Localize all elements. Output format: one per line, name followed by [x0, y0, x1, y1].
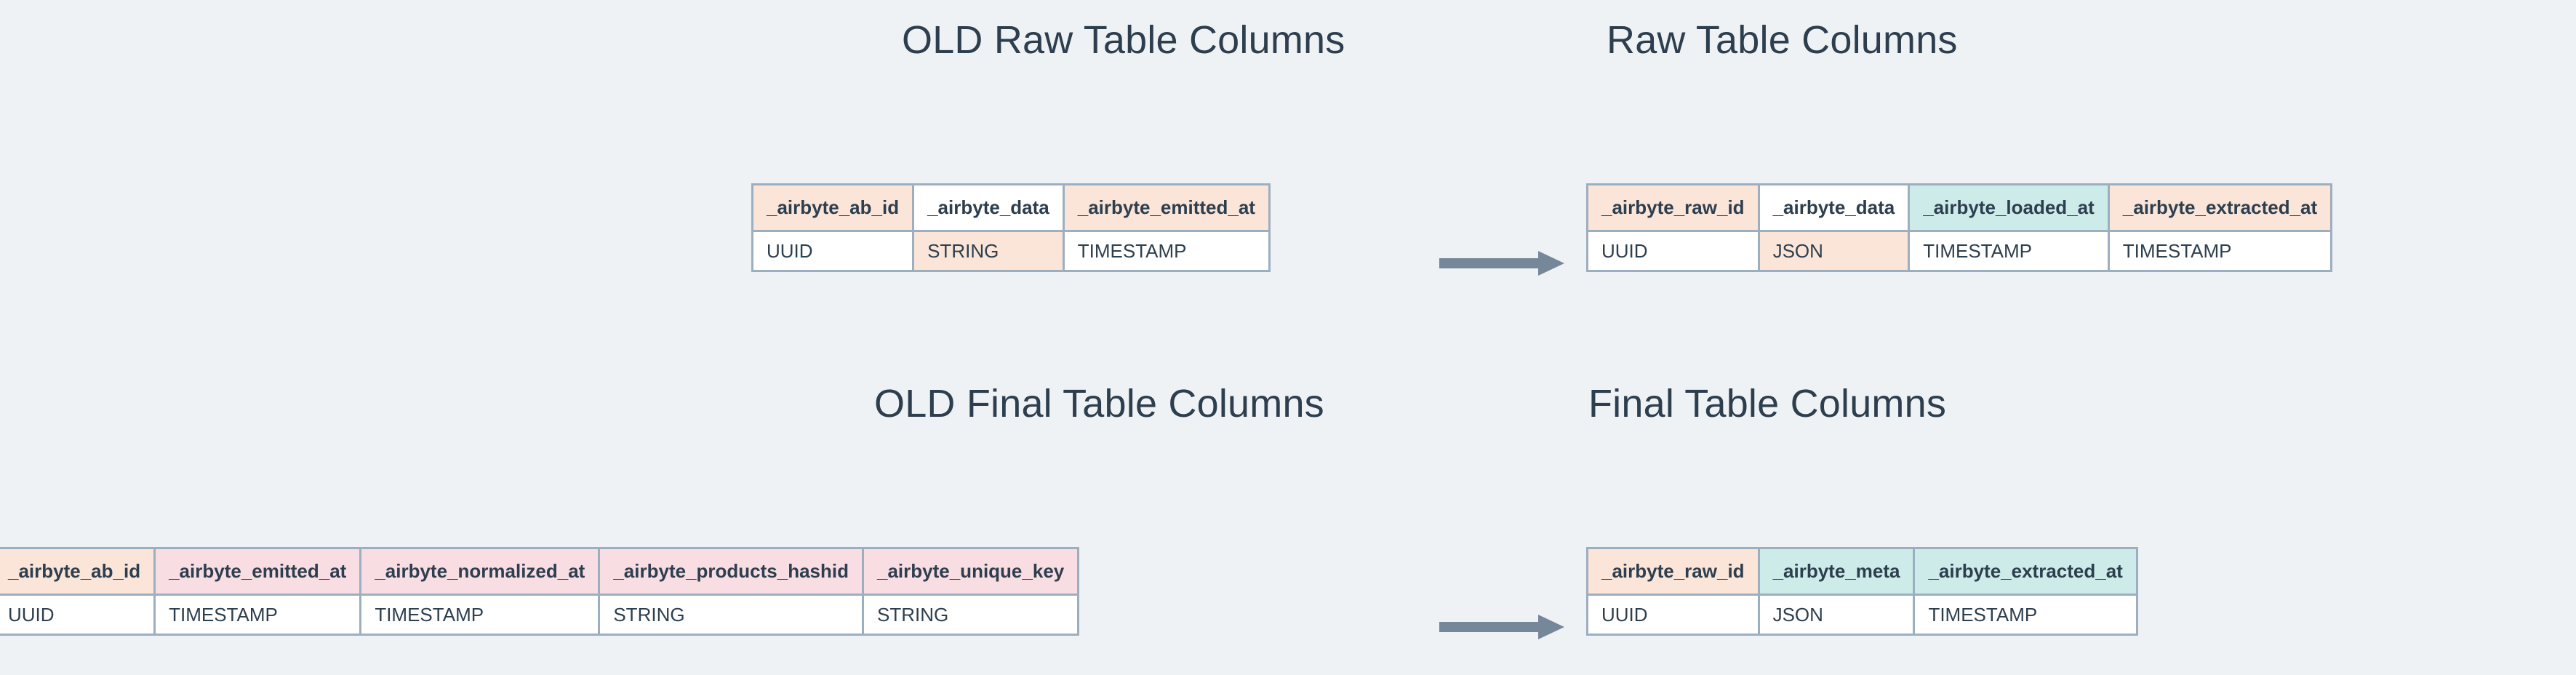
column-header-cell: _airbyte_unique_key	[861, 547, 1080, 596]
heading-old-raw-table: OLD Raw Table Columns	[902, 18, 1345, 62]
column-header-cell: _airbyte_extracted_at	[1913, 547, 2138, 596]
table-old-raw: _airbyte_ab_id_airbyte_data_airbyte_emit…	[751, 183, 1271, 272]
column-type-cell: STRING	[598, 594, 864, 636]
table-header-row: _airbyte_ab_id_airbyte_data_airbyte_emit…	[751, 183, 1271, 232]
column-header-cell: _airbyte_raw_id	[1586, 547, 1760, 596]
column-header-cell: _airbyte_loaded_at	[1908, 183, 2110, 232]
heading-new-final-table: Final Table Columns	[1588, 382, 1947, 426]
arrow-right-icon-final	[1439, 615, 1564, 639]
column-header-cell: _airbyte_raw_id	[1586, 183, 1760, 232]
column-type-cell: JSON	[1757, 230, 1911, 272]
column-type-cell: TIMESTAMP	[1913, 594, 2138, 636]
heading-new-raw-table: Raw Table Columns	[1607, 18, 1958, 62]
table-old-final: _airbyte_ab_id_airbyte_emitted_at_airbyt…	[0, 547, 1080, 636]
column-type-cell: TIMESTAMP	[1062, 230, 1271, 272]
column-header-cell: _airbyte_ab_id	[0, 547, 156, 596]
column-type-cell: UUID	[751, 230, 915, 272]
column-type-cell: TIMESTAMP	[2107, 230, 2333, 272]
table-header-row: _airbyte_raw_id_airbyte_data_airbyte_loa…	[1586, 183, 2333, 232]
heading-old-final-table: OLD Final Table Columns	[874, 382, 1324, 426]
column-type-cell: TIMESTAMP	[359, 594, 601, 636]
column-type-cell: UUID	[1586, 594, 1760, 636]
table-new-raw: _airbyte_raw_id_airbyte_data_airbyte_loa…	[1586, 183, 2333, 272]
column-type-cell: UUID	[0, 594, 156, 636]
column-header-cell: _airbyte_products_hashid	[598, 547, 864, 596]
column-header-cell: _airbyte_emitted_at	[153, 547, 362, 596]
table-header-row: _airbyte_ab_id_airbyte_emitted_at_airbyt…	[0, 547, 1080, 596]
column-type-cell: STRING	[861, 594, 1080, 636]
table-header-row: _airbyte_raw_id_airbyte_meta_airbyte_ext…	[1586, 547, 2138, 596]
column-header-cell: _airbyte_data	[1757, 183, 1911, 232]
table-new-final: _airbyte_raw_id_airbyte_meta_airbyte_ext…	[1586, 547, 2138, 636]
column-type-cell: TIMESTAMP	[153, 594, 362, 636]
column-header-cell: _airbyte_data	[912, 183, 1065, 232]
column-type-cell: UUID	[1586, 230, 1760, 272]
column-header-cell: _airbyte_emitted_at	[1062, 183, 1271, 232]
column-header-cell: _airbyte_extracted_at	[2107, 183, 2333, 232]
column-type-cell: JSON	[1757, 594, 1916, 636]
column-type-cell: STRING	[912, 230, 1065, 272]
column-header-cell: _airbyte_meta	[1757, 547, 1916, 596]
column-header-cell: _airbyte_normalized_at	[359, 547, 601, 596]
column-type-cell: TIMESTAMP	[1908, 230, 2110, 272]
arrow-right-icon-raw	[1439, 251, 1564, 276]
column-header-cell: _airbyte_ab_id	[751, 183, 915, 232]
